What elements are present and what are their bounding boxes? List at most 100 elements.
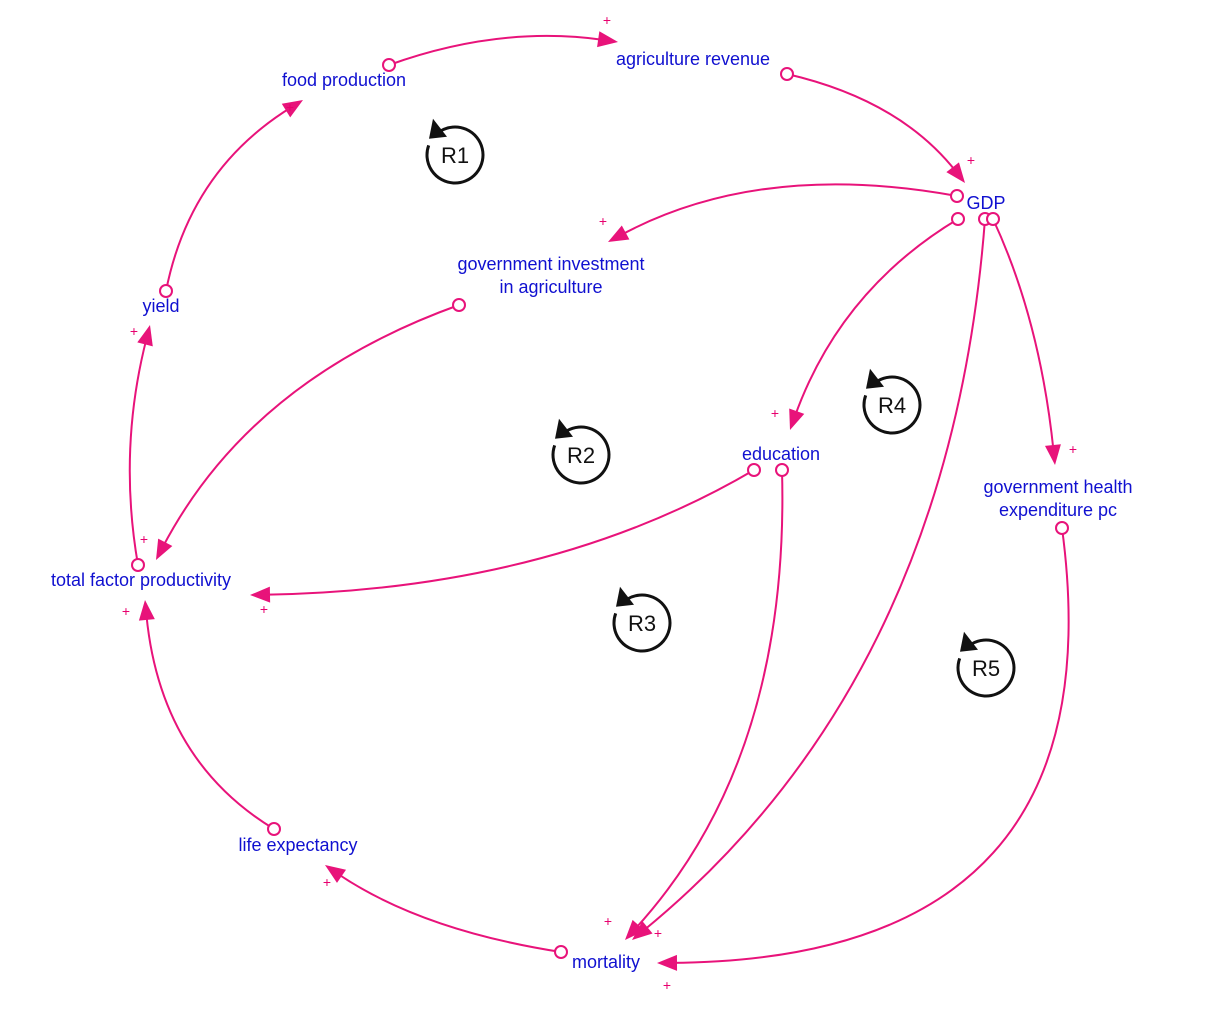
link-curve[interactable]: [335, 872, 562, 953]
link-curve[interactable]: [161, 304, 460, 549]
link-yield-to-food[interactable]: +: [159, 99, 303, 298]
node-agrev[interactable]: agriculture revenue: [616, 49, 770, 69]
arrowhead-icon: [597, 31, 618, 48]
link-tfp-to-yield[interactable]: +: [128, 323, 153, 572]
node-label-line: government health: [983, 477, 1132, 497]
link-origin-handle[interactable]: [747, 463, 761, 477]
link-origin-handle[interactable]: [452, 298, 466, 312]
link-origin-handle[interactable]: [950, 189, 964, 203]
arrowhead-icon: [1044, 444, 1061, 465]
link-curve[interactable]: [165, 106, 292, 292]
arrowhead-icon: [946, 162, 965, 183]
link-origin-handle[interactable]: [986, 212, 1000, 226]
arrowhead-icon: [325, 865, 347, 883]
node-govinv[interactable]: government investment in agriculture: [457, 254, 644, 297]
node-label-line: government investment: [457, 254, 644, 274]
node-label-line: expenditure pc: [999, 500, 1117, 520]
node-tfp[interactable]: total factor productivity: [51, 570, 231, 590]
polarity-sign: +: [286, 99, 294, 115]
polarity-sign: +: [260, 601, 268, 617]
arrowhead-icon: [632, 921, 653, 940]
link-life-to-tfp[interactable]: +: [122, 600, 281, 836]
link-curve[interactable]: [992, 218, 1055, 452]
link-food-to-agrev[interactable]: +: [382, 12, 618, 72]
node-food[interactable]: food production: [282, 70, 406, 90]
node-label-line: total factor productivity: [51, 570, 231, 590]
link-curve[interactable]: [263, 469, 755, 596]
arrowhead-icon: [789, 408, 805, 430]
polarity-sign: +: [140, 531, 148, 547]
node-label-line: food production: [282, 70, 406, 90]
link-curve[interactable]: [633, 469, 784, 931]
link-gdp-to-govinv[interactable]: +: [599, 183, 964, 242]
polarity-sign: +: [122, 603, 130, 619]
link-origin-handle[interactable]: [131, 558, 145, 572]
link-origin-handle[interactable]: [159, 284, 173, 298]
polarity-sign: +: [967, 152, 975, 168]
loop-r2: R2: [551, 418, 611, 485]
node-label-line: mortality: [572, 952, 640, 972]
link-origin-handle[interactable]: [267, 822, 281, 836]
loop-label: R2: [567, 443, 595, 468]
polarity-sign: +: [130, 323, 138, 339]
link-origin-handle[interactable]: [554, 945, 568, 959]
link-mort-to-life[interactable]: +: [323, 865, 568, 959]
loop-arc-icon: [551, 425, 611, 485]
polarity-sign: +: [1069, 441, 1077, 457]
arrowhead-icon: [657, 954, 678, 971]
link-curve[interactable]: [786, 73, 958, 173]
polarity-sign: +: [663, 977, 671, 993]
loop-arc-icon: [862, 375, 922, 435]
node-edu[interactable]: education: [742, 444, 820, 464]
link-curve[interactable]: [128, 338, 148, 566]
loop-arrow-icon: [555, 418, 573, 439]
polarity-sign: +: [323, 874, 331, 890]
link-health-to-mort[interactable]: +: [657, 521, 1070, 993]
node-gdp[interactable]: GDP: [966, 193, 1005, 213]
link-gdp-to-edu[interactable]: +: [771, 212, 965, 430]
polarity-sign: +: [599, 213, 607, 229]
loop-r1: R1: [425, 118, 485, 185]
node-label-line: life expectancy: [238, 835, 357, 855]
arrowhead-icon: [281, 100, 303, 118]
node-label-line: education: [742, 444, 820, 464]
node-label-line: GDP: [966, 193, 1005, 213]
link-origin-handle[interactable]: [775, 463, 789, 477]
loop-r4: R4: [862, 368, 922, 435]
loop-r5: R5: [956, 631, 1016, 698]
polarity-sign: +: [604, 913, 612, 929]
link-curve[interactable]: [388, 34, 605, 66]
link-origin-handle[interactable]: [780, 67, 794, 81]
link-curve[interactable]: [642, 218, 986, 932]
node-label-line: agriculture revenue: [616, 49, 770, 69]
arrowhead-icon: [138, 600, 155, 621]
link-curve[interactable]: [793, 218, 959, 418]
node-yield[interactable]: yield: [142, 296, 179, 316]
loop-arc-icon: [956, 638, 1016, 698]
loop-arc-icon: [425, 125, 485, 185]
loop-arrow-icon: [866, 368, 884, 389]
link-edu-to-mort[interactable]: +: [604, 463, 789, 940]
link-edu-to-tfp[interactable]: +: [250, 463, 761, 617]
link-govinv-to-tfp[interactable]: +: [140, 298, 466, 560]
link-gdp-to-mort[interactable]: +: [632, 212, 992, 941]
link-origin-handle[interactable]: [1055, 521, 1069, 535]
loop-label: R4: [878, 393, 906, 418]
node-health[interactable]: government health expenditure pc: [983, 477, 1132, 520]
loop-r3: R3: [612, 586, 672, 653]
link-curve[interactable]: [145, 613, 275, 830]
link-curve[interactable]: [670, 527, 1070, 964]
loop-arrow-icon: [960, 631, 978, 652]
link-agrev-to-gdp[interactable]: +: [780, 67, 975, 183]
link-curve[interactable]: [619, 183, 958, 237]
link-origin-handle[interactable]: [382, 58, 396, 72]
arrowhead-icon: [608, 225, 630, 242]
node-mort[interactable]: mortality: [572, 952, 640, 972]
node-label-line: in agriculture: [499, 277, 602, 297]
node-life[interactable]: life expectancy: [238, 835, 357, 855]
polarity-sign: +: [771, 405, 779, 421]
link-origin-handle[interactable]: [951, 212, 965, 226]
link-gdp-to-health[interactable]: +: [986, 212, 1077, 465]
